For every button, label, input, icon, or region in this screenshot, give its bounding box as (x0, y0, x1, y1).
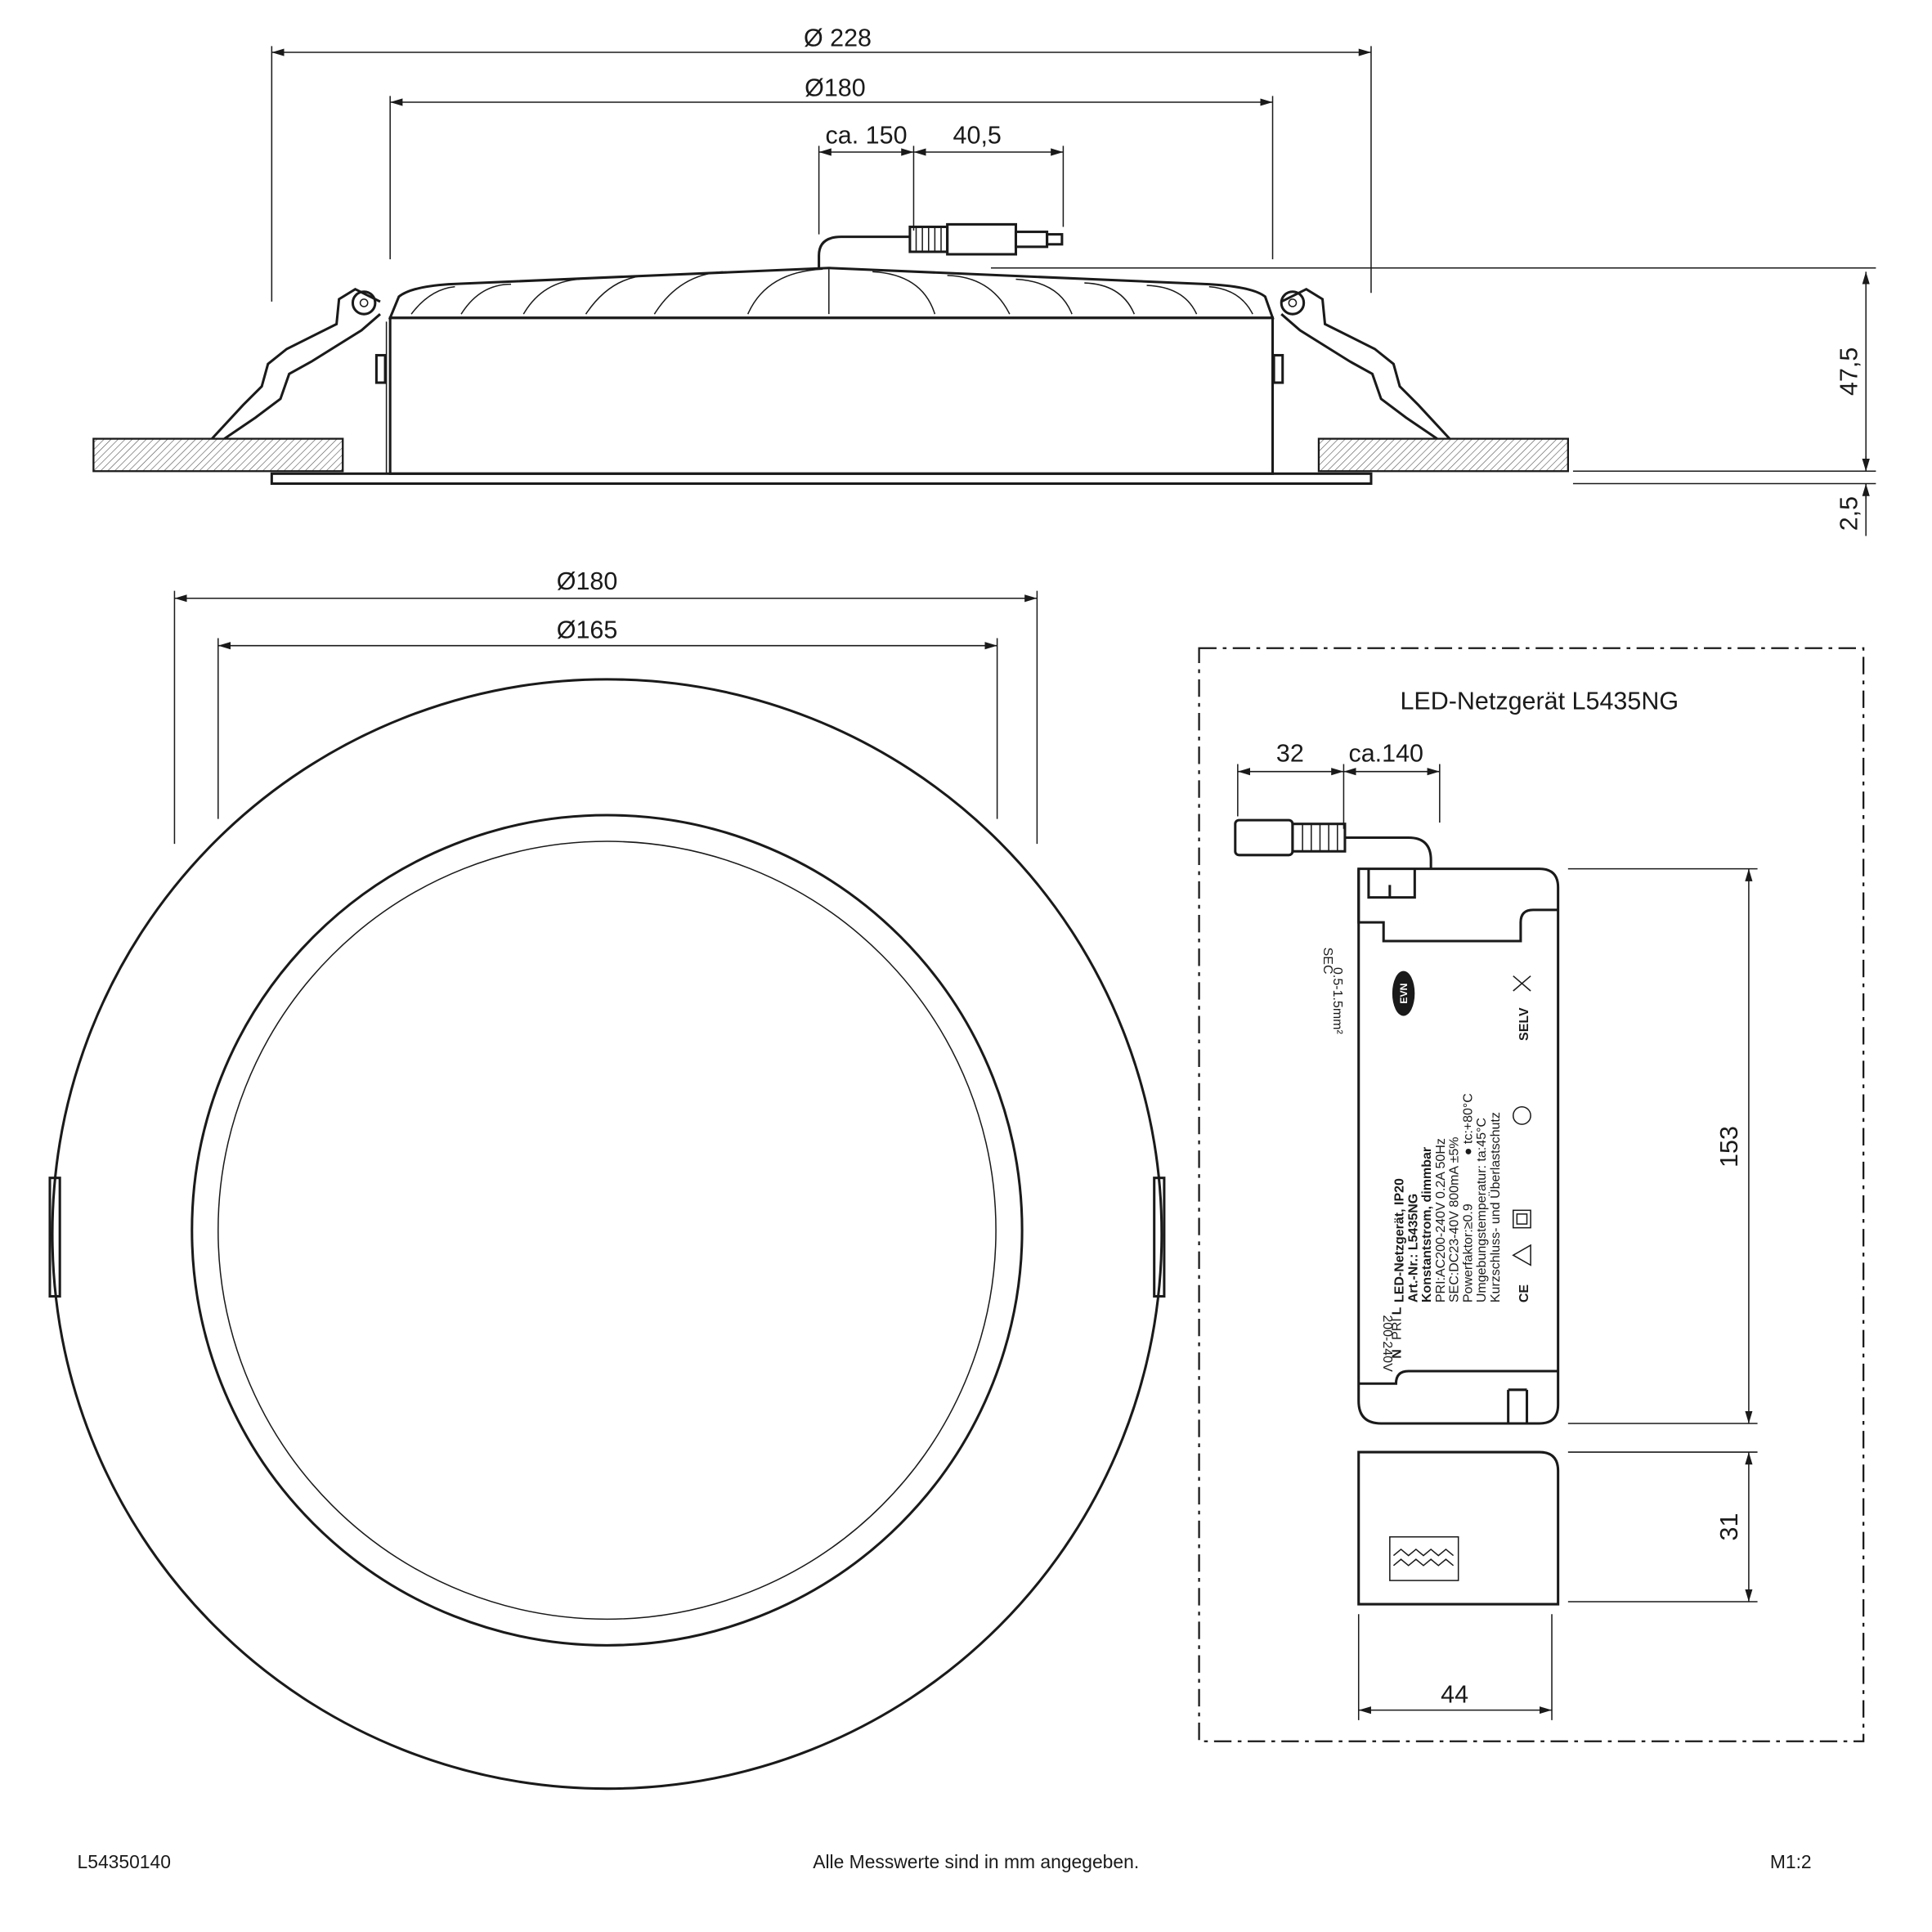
heatsink-dome (388, 267, 1275, 320)
spring-clip-right (1271, 287, 1451, 474)
dim-cable-length: ca. 150 (826, 121, 908, 149)
dim-front-outer: Ø180 (557, 567, 618, 595)
svg-text:Umgebungstemperatur: ta:45°C: Umgebungstemperatur: ta:45°C (1475, 1118, 1489, 1302)
reflector-ring (191, 814, 1024, 1647)
ceiling-left (92, 437, 344, 473)
svg-text:PRI: PRI (1391, 1318, 1405, 1340)
dim-driver-cable: ca.140 (1348, 739, 1423, 767)
triangle-icon (1512, 1244, 1531, 1266)
weee-icon (1513, 975, 1531, 992)
dim-driver-length: 153 (1715, 1126, 1743, 1168)
dim-flange-thickness: 2,5 (1836, 496, 1863, 531)
front-view: Ø180 Ø165 (48, 567, 1166, 1791)
luminaire-body (388, 316, 1275, 475)
clip-left (48, 1177, 61, 1298)
side-view: Ø 228 Ø180 ca. 150 40,5 47,5 2,5 (92, 24, 1876, 536)
svg-text:EVN: EVN (1398, 984, 1410, 1004)
cable (818, 235, 910, 268)
ce-mark: CE (1517, 1284, 1531, 1303)
article-number: L54350140 (78, 1851, 171, 1872)
dim-front-cutout: Ø165 (557, 616, 618, 644)
outer-ring (51, 678, 1163, 1791)
dim-driver-width: 44 (1441, 1680, 1468, 1708)
flange (270, 472, 1373, 486)
svg-text:Konstantstrom, dimmbar: Konstantstrom, dimmbar (1420, 1147, 1434, 1302)
svg-text:Kurzschluss- und Überlastschut: Kurzschluss- und Überlastschutz (1488, 1112, 1503, 1302)
diffuser (217, 840, 997, 1620)
thermal-icon (1513, 1106, 1531, 1125)
dim-driver-height: 31 (1715, 1513, 1743, 1541)
evn-logo (1392, 970, 1415, 1016)
class-ii-icon (1513, 1209, 1531, 1229)
dim-body-diameter: Ø180 (805, 74, 866, 101)
svg-text:0.5-1.5mm²: 0.5-1.5mm² (1330, 967, 1344, 1034)
svg-text:200-240V: 200-240V (1380, 1315, 1394, 1372)
svg-text:Art.-Nr.: L5435NG: Art.-Nr.: L5435NG (1406, 1194, 1420, 1302)
selv-mark: SELV (1517, 1007, 1531, 1041)
svg-text:SEC:DC23-40V 800mA ±5%: SEC:DC23-40V 800mA ±5% (1448, 1136, 1462, 1302)
units-note: Alle Messwerte sind in mm angegeben. (813, 1851, 1139, 1872)
dim-connector-length: 40,5 (953, 121, 1002, 149)
dim-outer-diameter: Ø 228 (804, 24, 872, 52)
driver-body (1357, 867, 1560, 1425)
svg-text:SEC: SEC (1320, 948, 1334, 975)
driver-plug (1234, 818, 1294, 857)
svg-text:● tc:+80°C: ● tc:+80°C (1461, 1093, 1475, 1155)
svg-text:PRI:AC200-240V 0.2A 50Hz: PRI:AC200-240V 0.2A 50Hz (1434, 1138, 1448, 1302)
dim-height: 47,5 (1836, 347, 1863, 396)
dim-plug: 32 (1276, 739, 1304, 767)
svg-text:N: N (1391, 1349, 1405, 1359)
terminal-block (1389, 1535, 1459, 1581)
svg-text:L: L (1391, 1307, 1405, 1315)
scale: M1:2 (1770, 1851, 1812, 1872)
ceiling-right (1317, 437, 1569, 473)
driver-side (1357, 1450, 1560, 1606)
clip-right (1153, 1177, 1166, 1298)
spring-clip-left (211, 287, 388, 474)
driver-box: LED-Netzgerät L5435NG 32 ca.140 LED-Netz… (1198, 647, 1865, 1742)
driver-title: LED-Netzgerät L5435NG (1400, 687, 1679, 715)
driver-label: LED-Netzgerät, IP20 Art.-Nr.: L5435NG Ko… (1320, 948, 1531, 1372)
svg-text:LED-Netzgerät, IP20: LED-Netzgerät, IP20 (1393, 1178, 1407, 1302)
svg-text:Powerfaktor:≥0.9: Powerfaktor:≥0.9 (1461, 1204, 1475, 1302)
